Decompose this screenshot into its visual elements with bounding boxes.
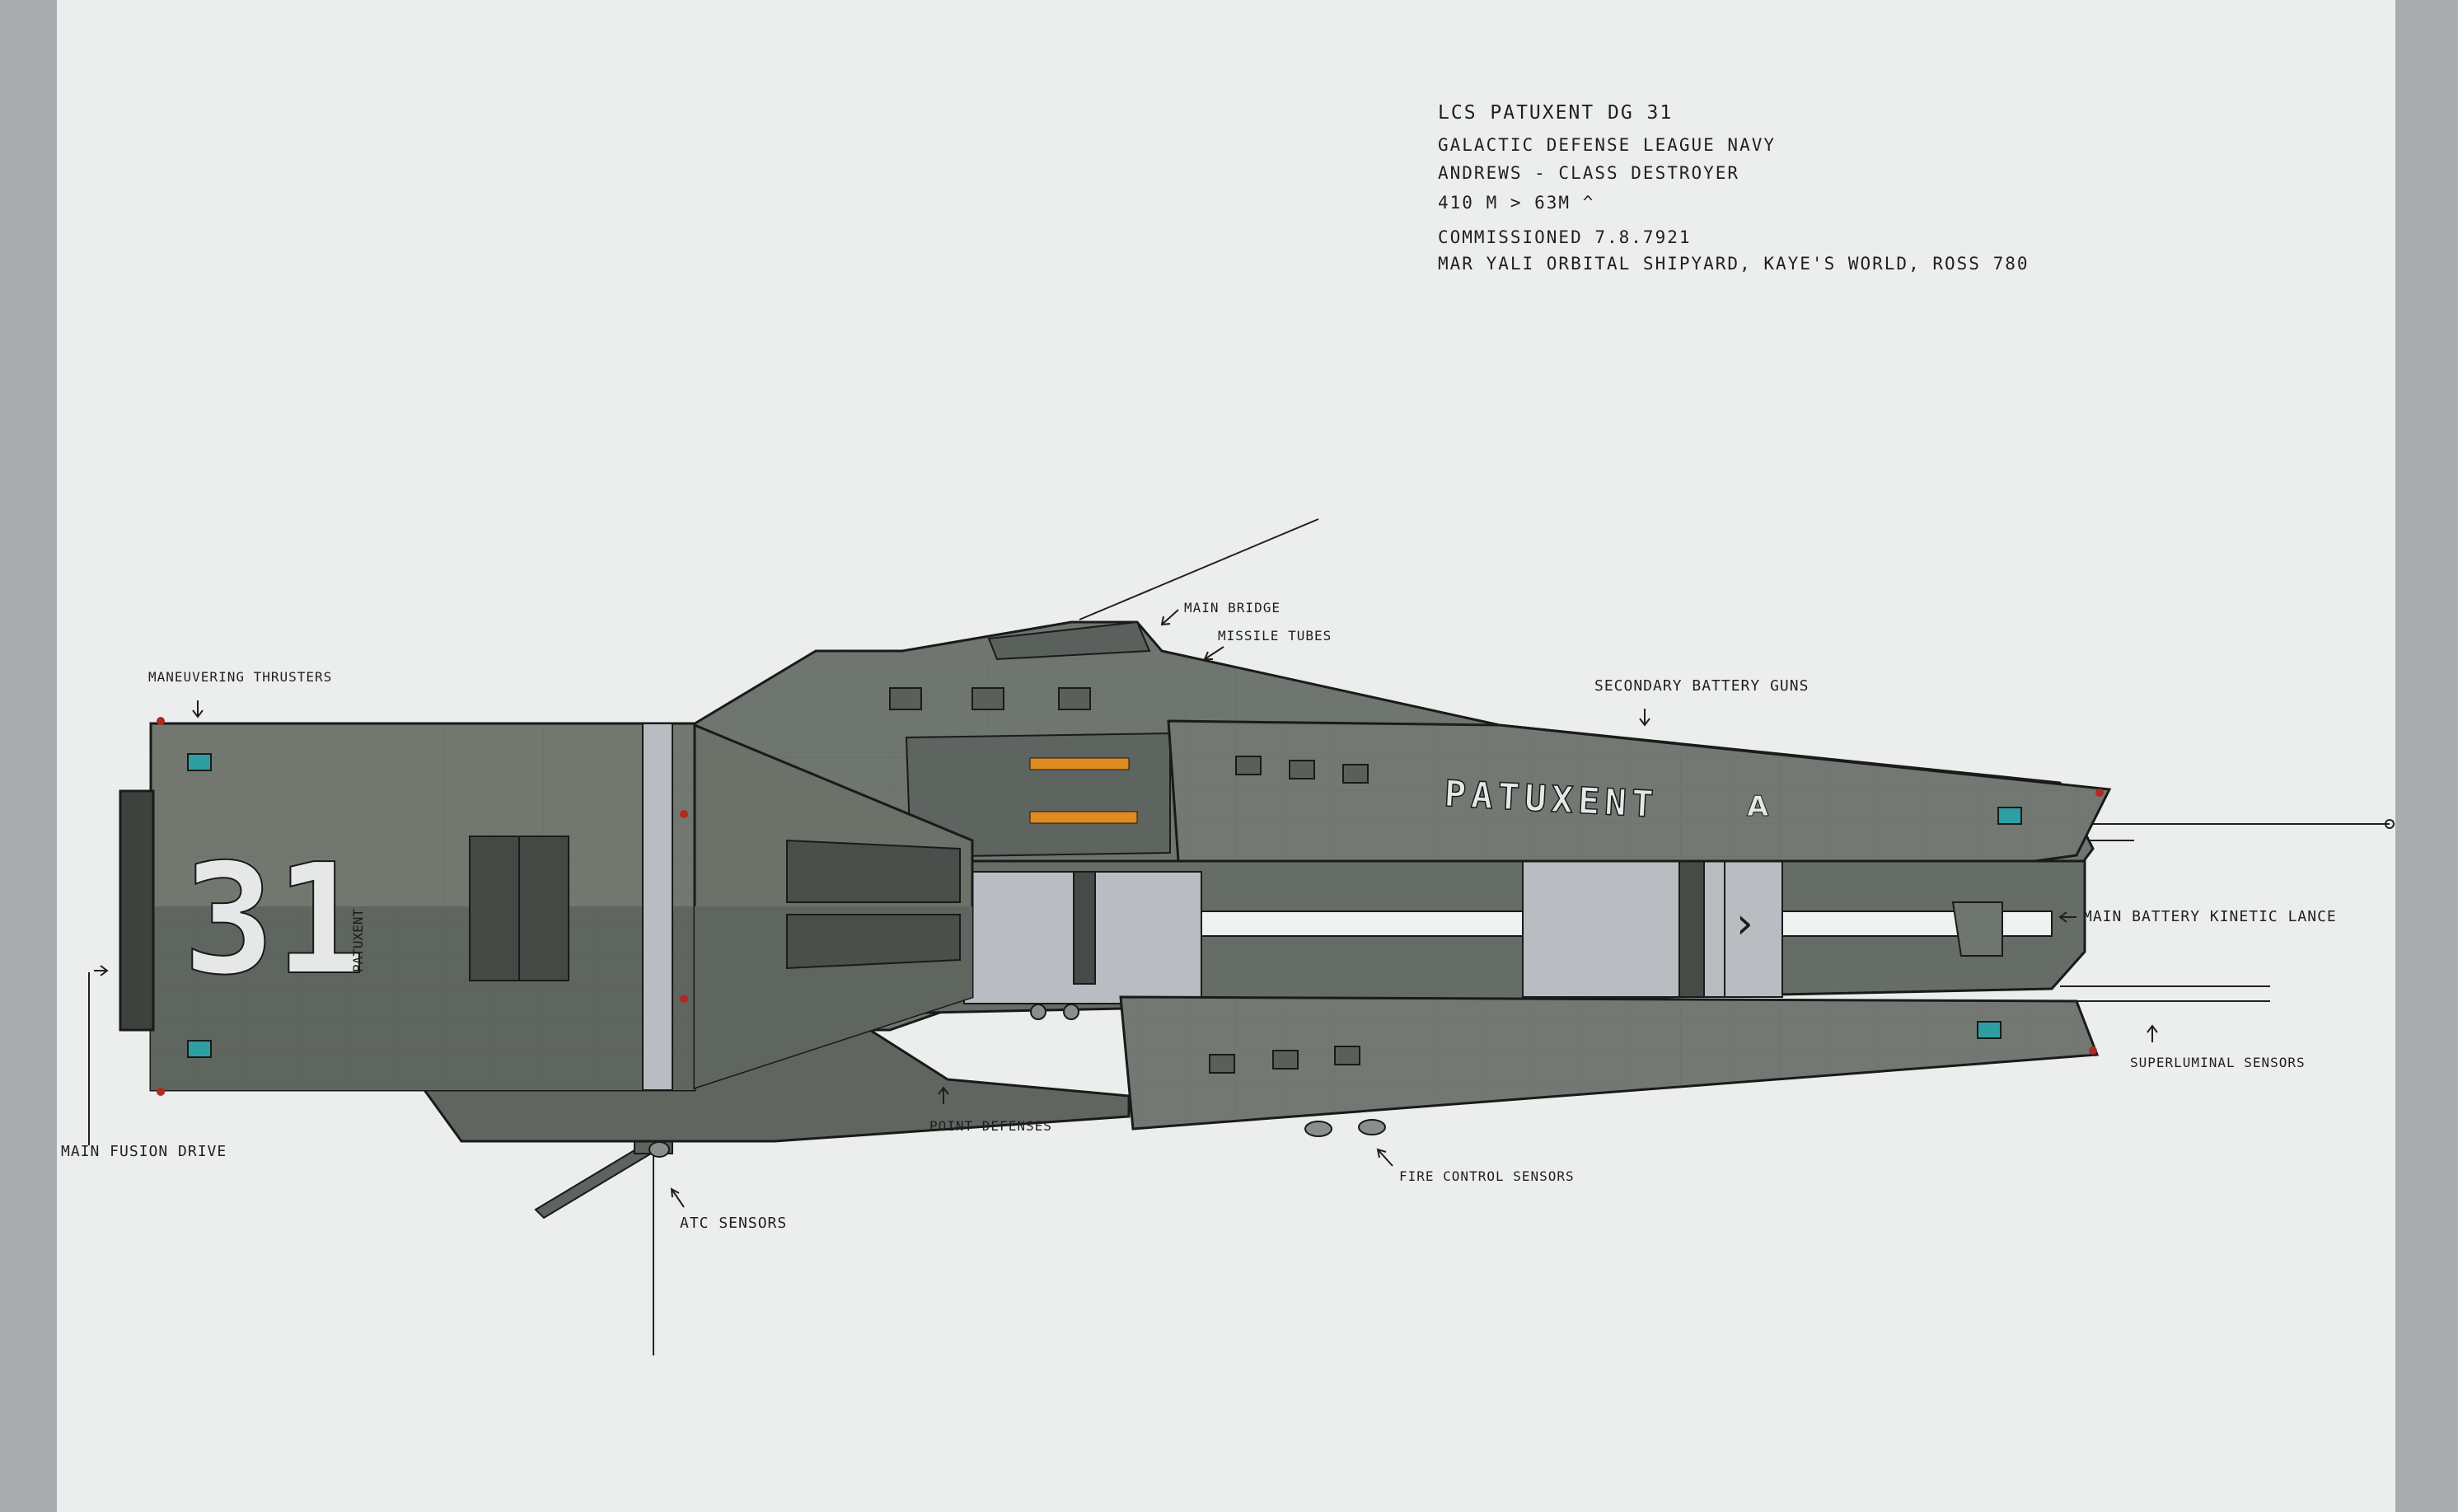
insignia-glyph: A: [1747, 790, 1769, 823]
bay-box-3: [1724, 856, 1783, 998]
ship-shipyard: MAR YALI ORBITAL SHIPYARD, KAYE'S WORLD,…: [1438, 254, 2030, 274]
forward-upper-wing-panels: [1168, 721, 2109, 861]
label-point-defenses: POINT DEFENSES: [929, 1118, 1052, 1134]
hull-side-name: PATUXENT: [350, 909, 366, 972]
label-secondary-battery-guns: SECONDARY BATTERY GUNS: [1594, 677, 1810, 695]
engine-stripe: [642, 723, 673, 1091]
bay-box-1-bar: [1073, 871, 1096, 985]
label-fire-control-sensors: FIRE CONTROL SENSORS: [1399, 1168, 1575, 1184]
main-fusion-nozzle: [119, 789, 155, 1032]
thruster-lights: [157, 717, 2104, 1096]
chevron-glyph: ›: [1736, 899, 1753, 948]
label-superluminal-sensors: SUPERLUMINAL SENSORS: [2130, 1055, 2306, 1070]
ship-dimensions: 410 m > 63m ^: [1438, 193, 1595, 213]
point-defense-pods: [648, 1004, 1386, 1158]
main-bridge: [987, 620, 1151, 661]
label-maneuvering-thrusters: MANEUVERING THRUSTERS: [148, 669, 333, 685]
missile-turret-group: [889, 687, 1091, 710]
bow-name-text: PATUXENT: [1443, 773, 1659, 826]
label-atc-sensors: ATC SENSORS: [680, 1215, 788, 1232]
antenna-top: [1079, 518, 1319, 620]
ship-class: ANDREWS - CLASS DESTROYER: [1438, 163, 1740, 183]
forward-lower-wing-panels: [1121, 997, 2097, 1129]
lance-bracket: [1951, 901, 2003, 957]
ship-navy: GALACTIC DEFENSE LEAGUE NAVY: [1438, 135, 1777, 155]
intake-upper: [786, 839, 961, 903]
label-main-battery: MAIN BATTERY KINETIC LANCE: [2083, 908, 2337, 925]
ship-commissioned: COMMISSIONED 7.8.7921: [1438, 227, 1692, 247]
bay-box-2-bar: [1678, 854, 1705, 998]
intake-lower: [786, 914, 961, 970]
label-missile-tubes: MISSILE TUBES: [1218, 628, 1332, 644]
label-main-bridge: MAIN BRIDGE: [1184, 600, 1281, 616]
label-main-fusion-drive: MAIN FUSION DRIVE: [61, 1143, 227, 1160]
callout-leaders: [88, 609, 2158, 1208]
hull-number: 31: [183, 831, 367, 1009]
secondary-turret-group: [1209, 756, 1369, 1074]
antenna-bow-tip: [2385, 819, 2395, 829]
teal-sensors: [187, 753, 2022, 1058]
orange-vents: [1029, 757, 1138, 824]
aft-engine-panels: [151, 723, 695, 1090]
ship-name: LCS PATUXENT DG 31: [1438, 102, 1674, 124]
